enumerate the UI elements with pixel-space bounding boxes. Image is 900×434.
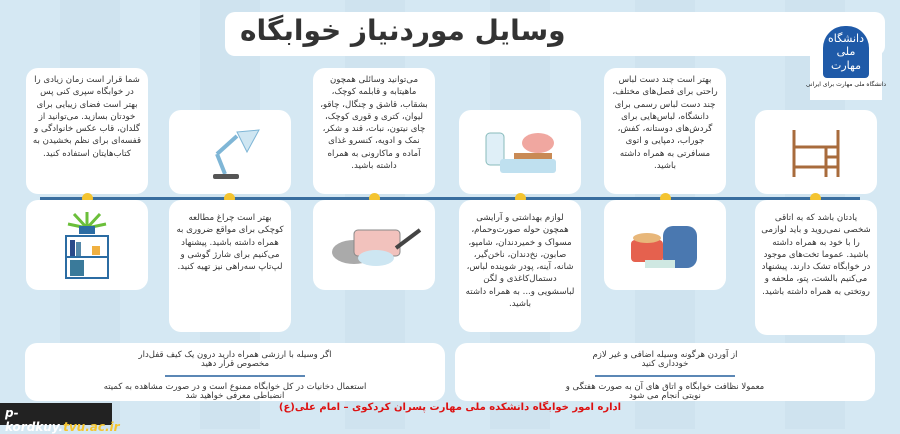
desk-lamp-icon bbox=[213, 129, 260, 179]
luggage-icon bbox=[631, 225, 697, 268]
bed-image bbox=[755, 110, 877, 194]
university-logo: دانشگاه ملی مهارت دانشگاه ملی مهارت برای… bbox=[806, 22, 886, 100]
timeline-dot bbox=[660, 193, 671, 204]
note-extra-items: از آوردن هرگونه وسیله اضافی و غیر لازم خ… bbox=[592, 350, 738, 369]
logo-subtitle: دانشگاه ملی مهارت برای ایرانی bbox=[805, 81, 887, 88]
note-valuables: اگر وسیله با ارزشی همراه دارید درون یک ک… bbox=[138, 350, 332, 369]
watermark-prefix: p-kordkuy. bbox=[5, 406, 64, 434]
toiletries-image bbox=[459, 110, 581, 194]
toiletries-icon bbox=[485, 132, 556, 173]
note-right: از آوردن هرگونه وسیله اضافی و غیر لازم خ… bbox=[455, 343, 875, 401]
timeline-dot bbox=[224, 193, 235, 204]
page-title: وسایل موردنیاز خوابگاه bbox=[240, 14, 566, 47]
watermark-suffix: tvu.ac.ir bbox=[63, 420, 120, 434]
bookshelf-image bbox=[26, 200, 148, 290]
timeline bbox=[40, 197, 860, 200]
card-kitchen: می‌توانید وسائلی همچون ماهیتابه و قابلمه… bbox=[313, 68, 435, 194]
bookshelf-plant-icon bbox=[65, 212, 109, 279]
luggage-image bbox=[604, 200, 726, 290]
title-banner bbox=[225, 12, 885, 56]
watermark[interactable]: p-kordkuy.tvu.ac.ir bbox=[0, 403, 120, 434]
timeline-dot bbox=[810, 193, 821, 204]
logo-emblem: دانشگاه ملی مهارت bbox=[823, 26, 869, 78]
note-cleaning: معمولا نظافت خوابگاه و اتاق های آن به صو… bbox=[565, 382, 765, 401]
divider bbox=[165, 375, 305, 377]
card-bedding: یادتان باشد که به اتاقی شخصی نمی‌روید و … bbox=[755, 200, 877, 335]
timeline-dot bbox=[515, 193, 526, 204]
note-left: اگر وسیله با ارزشی همراه دارید درون یک ک… bbox=[25, 343, 445, 401]
lamp-image bbox=[169, 110, 291, 194]
divider bbox=[595, 375, 735, 377]
bunk-bed-icon bbox=[792, 129, 840, 177]
card-clothes: بهتر است چند دست لباس راحتی برای فصل‌های… bbox=[604, 68, 726, 194]
timeline-dot bbox=[369, 193, 380, 204]
note-smoking: استعمال دخانیات در کل خوابگاه ممنوع است … bbox=[103, 382, 367, 401]
card-lamp: بهتر است چراغ مطالعه کوچکی برای مواقع ضر… bbox=[169, 200, 291, 332]
footer-credit: اداره امور خوابگاه دانشکده ملی مهارت پسر… bbox=[278, 402, 622, 413]
timeline-dot bbox=[82, 193, 93, 204]
card-hygiene: لوازم بهداشتی و آرایشی همچون حوله صورت‌و… bbox=[459, 200, 581, 332]
card-decor: شما قرار است زمان زیادی را در خوابگاه سپ… bbox=[26, 68, 148, 194]
cookware-image bbox=[313, 200, 435, 290]
cookware-icon bbox=[332, 227, 422, 266]
